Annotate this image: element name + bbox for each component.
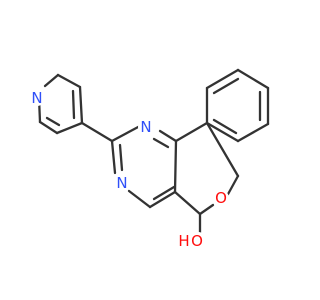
hydroxyl-h-label: H [178,232,189,250]
biaryl-bond [80,121,114,143]
pyrimidine-n3-label: N [116,174,127,192]
hydroxyl-o-label: O [191,232,203,250]
atom-hydroxyl: O H [178,232,207,250]
atom-pyridine-nitrogen: N [29,89,45,107]
atom-pyrimidine-nitrogen-1: N [138,118,154,136]
atom-ring-oxygen: O [213,189,229,207]
pyridine-ring [37,73,84,135]
atom-pyrimidine-nitrogen-3: N [114,174,130,192]
pyran-ring [173,121,240,216]
benzene-ring [205,68,270,143]
pyrimidine-ring [110,124,178,209]
molecule-structure: N N N O O H [29,68,270,250]
pyrimidine-n1-label: N [140,118,151,136]
pyridine-n-label: N [31,89,42,107]
ring-o-label: O [215,189,227,207]
